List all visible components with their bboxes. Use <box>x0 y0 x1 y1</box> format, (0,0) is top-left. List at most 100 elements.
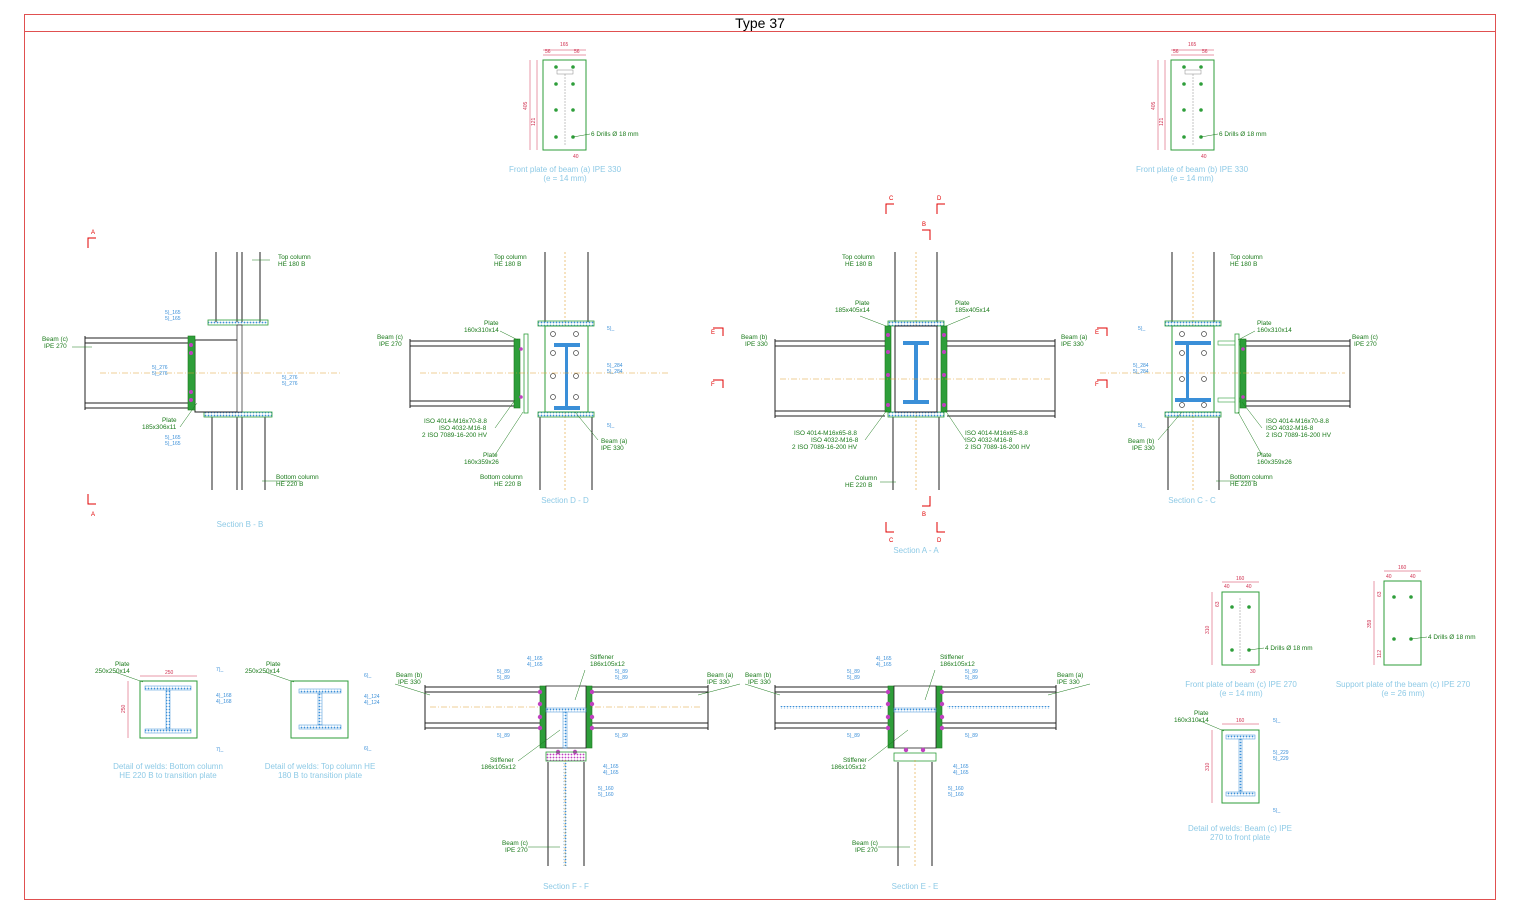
section-b-b: Top column HE 180 B Beam (c) IPE 270 Pla… <box>42 230 340 529</box>
cc-beam-c-profile: IPE 270 <box>1354 341 1377 348</box>
ff-beam-b-profile: IPE 330 <box>398 679 421 686</box>
dd-plate1-label: Plate <box>484 320 499 327</box>
plate-c-caption-thickness: (e = 14 mm) <box>1219 689 1263 698</box>
bb-weld-6: 5)_276 <box>282 381 298 387</box>
bb-plate-size: 185x306x11 <box>142 424 177 431</box>
bb-beam-profile: IPE 270 <box>44 343 67 350</box>
bb-beam-label: Beam (c) <box>42 336 68 343</box>
cc-beam-b-label: Beam (b) <box>1128 438 1154 445</box>
aa-bolt-r-2: ISO 4032-M16-8 <box>965 437 1013 444</box>
bb-weld-5: 5)_276 <box>282 375 298 381</box>
plate-c-dim-edge: 40 <box>1224 584 1230 590</box>
cc-bolt-2: ISO 4032-M16-8 <box>1266 425 1314 432</box>
bb-mark-a-bottom: A <box>91 512 95 518</box>
wd2-weld-3: 4)_124 <box>364 700 380 706</box>
plate-a-caption-thickness: (e = 14 mm) <box>543 174 587 183</box>
support-plate-dim-height: 359 <box>1367 619 1373 628</box>
ee-beam-b-profile: IPE 330 <box>748 679 771 686</box>
weld-detail-beam-c: Plate 160x310x14 160 310 5)_ 5)_229 5)_2… <box>1174 710 1292 842</box>
aa-column-profile: HE 220 B <box>845 482 872 489</box>
bb-bottom-col-profile: HE 220 B <box>276 481 303 488</box>
wdc-dim-width: 160 <box>1236 718 1245 724</box>
wd1-dim-width: 250 <box>165 670 174 676</box>
wdc-dim-height: 310 <box>1205 762 1211 771</box>
ff-beam-c-label: Beam (c) <box>502 840 528 847</box>
dd-bottom-col-profile: HE 220 B <box>494 481 521 488</box>
ee-stiff-top-size: 186x105x12 <box>940 661 975 668</box>
ee-weld-2: 4)_165 <box>876 662 892 668</box>
cc-caption: Section C - C <box>1168 496 1216 505</box>
front-plate-c: 160 40 40 310 63 30 4 Drills Ø 18 mm Fro… <box>1185 576 1312 698</box>
aa-bolt-l-1: ISO 4014-M16x65-8.8 <box>794 430 857 437</box>
support-plate-drill-note: 4 Drills Ø 18 mm <box>1428 634 1476 641</box>
ff-stiff-bot-size: 186x105x12 <box>481 764 516 771</box>
ff-beam-b-label: Beam (b) <box>396 672 422 679</box>
support-plate-dim-top: 63 <box>1377 591 1383 597</box>
wd1-dim-height: 250 <box>121 704 127 713</box>
aa-caption: Section A - A <box>893 546 939 555</box>
ee-stiff-bot-label: Stiffener <box>843 757 868 764</box>
support-plate-dim-bottom: 112 <box>1377 650 1383 658</box>
aa-beam-b-profile: IPE 330 <box>745 341 768 348</box>
wd2-weld-2: 4)_124 <box>364 694 380 700</box>
ee-weld-4: 5)_89 <box>847 675 860 681</box>
section-e-e: Beam (b) IPE 330 Beam (a) IPE 330 Stiffe… <box>744 654 1091 891</box>
dd-plate1-size: 160x310x14 <box>464 327 499 334</box>
wdc-caption: Detail of welds: Beam (c) IPE <box>1188 824 1292 833</box>
ee-caption: Section E - E <box>892 882 939 891</box>
aa-mark-c-bottom: C <box>889 538 894 544</box>
bb-bottom-col-label: Bottom column <box>276 474 319 481</box>
aa-mark-e-left: E <box>711 330 715 336</box>
wd2-weld-4: 6)_ <box>364 746 371 752</box>
ee-weld-5: 5)_89 <box>965 669 978 675</box>
plate-c-dim-bottom: 30 <box>1250 669 1256 675</box>
aa-top-col-profile: HE 180 B <box>845 261 872 268</box>
dd-weld-2: 5)_284 <box>607 363 623 369</box>
aa-mark-d-top: D <box>937 196 942 202</box>
support-plate-caption-thickness: (e = 26 mm) <box>1381 689 1425 698</box>
ff-weld-7: 5)_89 <box>497 733 510 739</box>
wdc-plate-label: Plate <box>1194 710 1209 717</box>
cc-plate2-label: Plate <box>1257 452 1272 459</box>
plate-a-dim-edge2: 56 <box>574 49 580 55</box>
plate-b-dim-height: 405 <box>1151 101 1157 110</box>
bb-top-col-profile: HE 180 B <box>278 261 305 268</box>
plate-b-dim-pitch: 121 <box>1159 117 1165 126</box>
cc-bottom-col-profile: HE 220 B <box>1230 481 1257 488</box>
plate-c-dim-edge2: 40 <box>1246 584 1252 590</box>
aa-beam-b-label: Beam (b) <box>741 334 767 341</box>
bb-weld-3: 5)_276 <box>152 365 168 371</box>
ff-weld-3: 5)_89 <box>497 669 510 675</box>
ff-weld-5: 5)_89 <box>615 669 628 675</box>
wd1-caption-2: HE 220 B to transition plate <box>119 771 217 780</box>
bb-weld-1: 5)_165 <box>165 310 181 316</box>
wd2-caption-2: 180 B to transition plate <box>278 771 363 780</box>
dd-bottom-col-label: Bottom column <box>480 474 523 481</box>
cc-plate1-size: 160x310x14 <box>1257 327 1292 334</box>
plate-c-dim-width: 160 <box>1236 576 1245 582</box>
aa-plate-r-label: Plate <box>955 300 970 307</box>
aa-bolt-l-2: ISO 4032-M16-8 <box>811 437 859 444</box>
bb-weld-7: 5)_165 <box>165 435 181 441</box>
dd-beam-a-profile: IPE 330 <box>601 445 624 452</box>
wd1-plate-label: Plate <box>115 661 130 668</box>
wdc-weld-2: 5)_229 <box>1273 750 1289 756</box>
ff-weld-1: 4)_165 <box>527 656 543 662</box>
ee-weld-8: 5)_89 <box>965 733 978 739</box>
dd-beam-a-label: Beam (a) <box>601 438 627 445</box>
ee-weld-9: 4)_165 <box>953 764 969 770</box>
ee-beam-a-profile: IPE 330 <box>1057 679 1080 686</box>
aa-plate-l-size: 185x405x14 <box>835 307 870 314</box>
aa-mark-c-top: C <box>889 196 894 202</box>
ff-caption: Section F - F <box>543 882 589 891</box>
plate-c-dim-height: 310 <box>1205 625 1211 634</box>
cc-top-col-label: Top column <box>1230 254 1263 261</box>
cc-plate1-label: Plate <box>1257 320 1272 327</box>
bb-weld-4: 5)_276 <box>152 371 168 377</box>
ff-stiff-top-size: 186x105x12 <box>590 661 625 668</box>
plate-b-dim-width: 165 <box>1188 42 1197 48</box>
plate-a-caption: Front plate of beam (a) IPE 330 <box>509 165 622 174</box>
wd1-weld-4: 7)_ <box>216 747 223 753</box>
aa-bolt-r-1: ISO 4014-M16x65-8.8 <box>965 430 1028 437</box>
